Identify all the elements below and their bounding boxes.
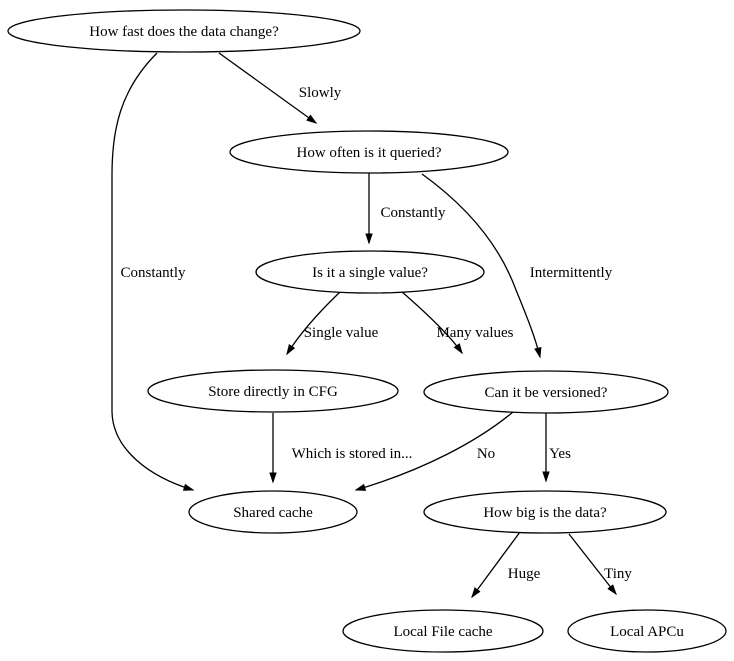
node-local-apcu-label: Local APCu xyxy=(610,624,684,640)
edge-slowly-line xyxy=(218,52,318,124)
edge-label-many-values: Many values xyxy=(436,325,513,341)
node-can-it-be-versioned-ellipse xyxy=(423,370,669,414)
edge-slowly: Slowly xyxy=(218,52,342,124)
node-how-often-ellipse xyxy=(229,130,509,174)
node-local-file-cache: Local File cache xyxy=(342,609,544,653)
node-store-directly-cfg: Store directly in CFG xyxy=(147,369,399,413)
edge-tiny-line xyxy=(568,533,617,596)
edge-intermittently: Intermittently xyxy=(421,173,613,359)
edge-no: No xyxy=(354,411,514,491)
edge-single-value: Single value xyxy=(286,291,379,356)
node-store-directly-cfg-ellipse xyxy=(147,369,399,413)
node-is-single-value-label: Is it a single value? xyxy=(312,265,428,281)
edge-huge: Huge xyxy=(471,531,541,599)
node-local-file-cache-label: Local File cache xyxy=(393,624,492,640)
node-how-often: How often is it queried? xyxy=(229,130,509,174)
edge-label-intermittently: Intermittently xyxy=(530,265,613,281)
node-how-fast: How fast does the data change? xyxy=(7,9,361,53)
edge-single-value-line xyxy=(286,291,341,356)
edge-intermittently-line xyxy=(421,173,542,359)
edge-tiny: Tiny xyxy=(568,533,632,596)
edge-constantly-left: Constantly xyxy=(111,52,195,491)
node-local-apcu-ellipse xyxy=(567,609,727,653)
edge-yes: Yes xyxy=(542,413,571,483)
node-local-file-cache-ellipse xyxy=(342,609,544,653)
edge-constantly-left-line xyxy=(111,52,195,491)
node-local-apcu: Local APCu xyxy=(567,609,727,653)
node-can-it-be-versioned-label: Can it be versioned? xyxy=(485,385,608,401)
node-how-fast-ellipse xyxy=(7,9,361,53)
node-how-fast-label: How fast does the data change? xyxy=(89,24,279,40)
edge-label-constantly-left: Constantly xyxy=(120,265,186,281)
node-how-big-ellipse xyxy=(423,490,667,534)
node-shared-cache: Shared cache xyxy=(188,490,358,534)
node-how-big-label: How big is the data? xyxy=(483,505,607,521)
edge-label-no: No xyxy=(477,446,495,462)
node-is-single-value-ellipse xyxy=(255,250,485,294)
edge-label-slowly: Slowly xyxy=(299,85,342,101)
node-shared-cache-ellipse xyxy=(188,490,358,534)
edge-which-stored: Which is stored in... xyxy=(269,413,413,484)
edge-huge-line xyxy=(471,531,521,599)
edge-no-line xyxy=(354,411,514,491)
edge-label-yes: Yes xyxy=(549,446,571,462)
node-how-big: How big is the data? xyxy=(423,490,667,534)
edge-many-values: Many values xyxy=(400,290,514,355)
edge-label-tiny: Tiny xyxy=(604,566,632,582)
edge-label-constantly-mid: Constantly xyxy=(380,205,446,221)
edge-label-single-value: Single value xyxy=(304,325,379,341)
node-store-directly-cfg-label: Store directly in CFG xyxy=(208,384,338,400)
node-how-often-label: How often is it queried? xyxy=(297,145,442,161)
node-shared-cache-label: Shared cache xyxy=(233,505,313,521)
node-can-it-be-versioned: Can it be versioned? xyxy=(423,370,669,414)
edge-label-which-stored: Which is stored in... xyxy=(292,446,413,462)
edge-constantly-mid: Constantly xyxy=(365,173,446,245)
edge-many-values-line xyxy=(400,290,463,355)
edge-label-huge: Huge xyxy=(508,566,541,582)
node-is-single-value: Is it a single value? xyxy=(255,250,485,294)
